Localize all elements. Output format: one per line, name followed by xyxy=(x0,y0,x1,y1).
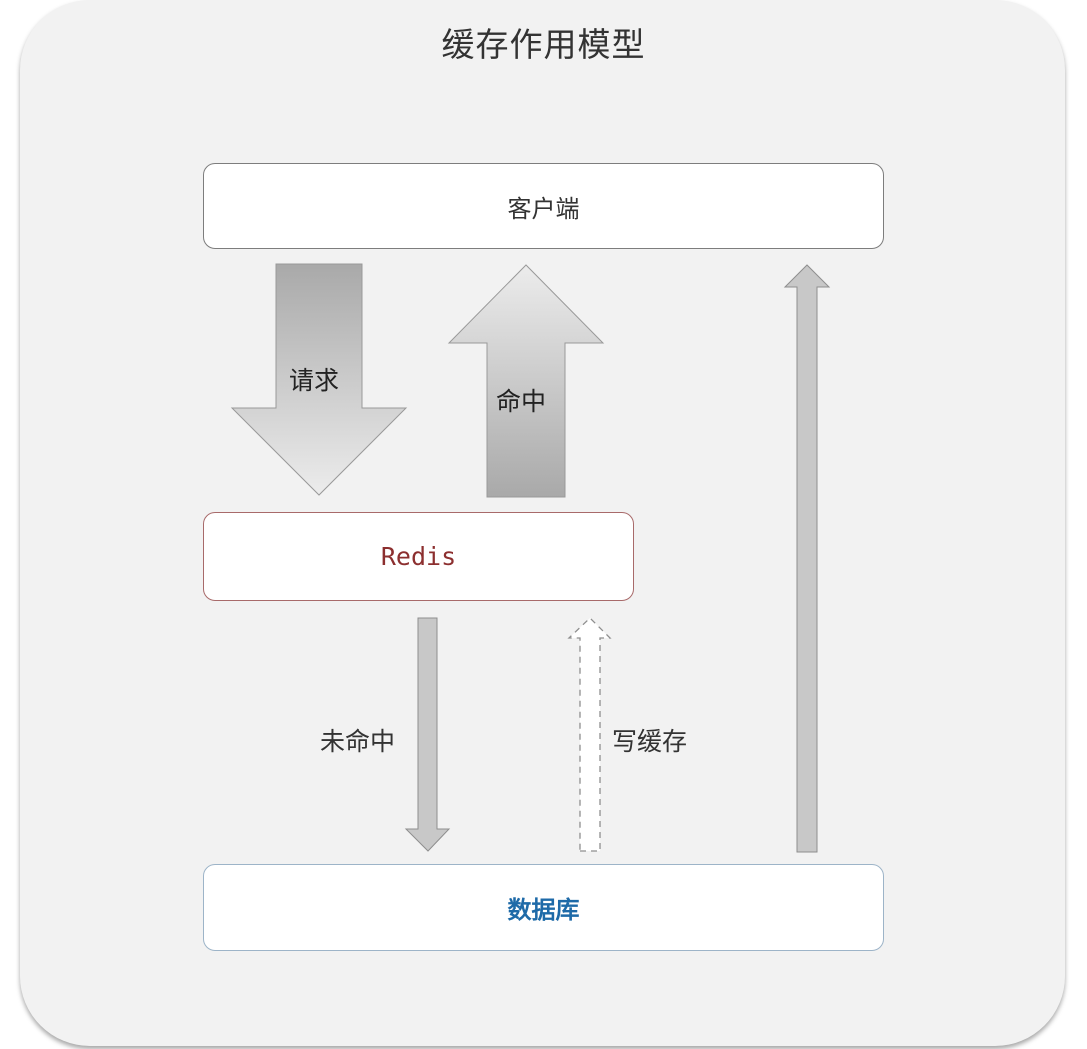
miss-arrow xyxy=(404,617,451,852)
write-cache-label: 写缓存 xyxy=(612,727,688,756)
database-label: 数据库 xyxy=(507,896,580,924)
hit-arrow xyxy=(447,264,605,498)
redis-label: Redis xyxy=(380,542,457,571)
diagram-title: 缓存作用模型 xyxy=(441,25,646,64)
hit-label: 命中 xyxy=(496,387,547,416)
database-node: 数据库 xyxy=(203,864,884,951)
client-node: 客户端 xyxy=(203,163,884,249)
db-to-client-arrow xyxy=(783,264,831,853)
miss-label: 未命中 xyxy=(320,727,396,756)
write-cache-arrow xyxy=(567,617,612,852)
request-label: 请求 xyxy=(289,366,340,395)
request-arrow xyxy=(230,263,408,496)
redis-node: Redis xyxy=(203,512,634,601)
client-label: 客户端 xyxy=(507,194,580,223)
